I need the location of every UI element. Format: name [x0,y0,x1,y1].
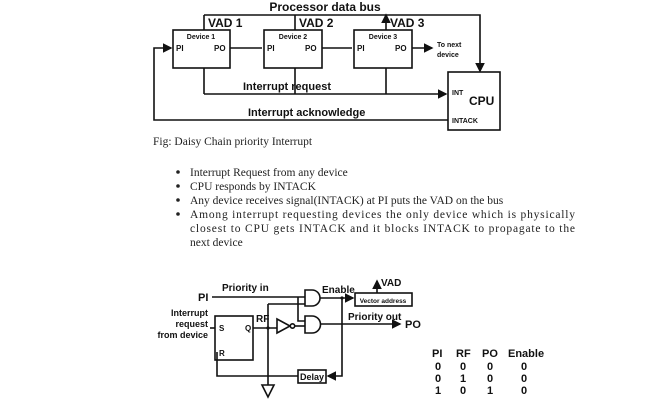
device-3-label: Device 3 [369,34,398,41]
vad-3-label: VAD 3 [390,16,425,30]
interrupt-request-label: from device [157,330,208,340]
po-output-label: PO [405,319,421,331]
device-3: VAD 3 Device 3 PI PO [353,16,425,69]
vad-1-label: VAD 1 [208,16,243,30]
delay-label: Delay [300,372,324,382]
and-gate-priority-out [304,315,322,334]
pi-label: PI [267,44,275,53]
table-cell: 0 [460,385,466,397]
delay-input-line [326,298,343,381]
next-device-label: device [437,52,459,59]
device-2: VAD 2 Device 2 PI PO [263,16,334,69]
ff-s-label: S [219,324,225,333]
po-label: PO [214,44,226,53]
table-header: PI [432,348,442,360]
table-cell: 0 [435,361,441,373]
table-cell: 1 [487,385,493,397]
vad-label: VAD [381,278,401,289]
table-cell: 0 [435,373,441,385]
bullet-item: Any device receives signal(INTACK) at PI… [190,195,504,207]
interrupt-request-label: Interrupt [171,308,208,318]
table-cell: 0 [487,361,493,373]
table-cell: 0 [521,361,527,373]
bus-label: Processor data bus [269,0,381,14]
interrupt-request-label: request [175,319,208,329]
bullet-item: closest to CPU gets INTACK and it blocks… [190,223,575,235]
bullet-item: Interrupt Request from any device [190,167,348,179]
pi-label: PI [176,44,184,53]
bullet-item: next device [190,237,243,249]
intack-label: INTACK [452,118,478,125]
interrupt-acknowledge-line [153,43,448,121]
table-cell: 0 [487,373,493,385]
reset-line [216,352,298,377]
not-gate [276,317,292,335]
table-header: PO [482,348,498,360]
interrupt-acknowledge-label: Interrupt acknowledge [248,107,365,119]
table-header: Enable [508,348,544,360]
cpu-block: INT CPU INTACK [447,71,501,131]
pi-input-label: PI [198,292,208,304]
po-label: PO [305,44,317,53]
vad-2-label: VAD 2 [299,16,334,30]
next-device-label: To next [437,42,462,49]
device-1-label: Device 1 [187,34,216,41]
priority-out-label: Priority out [348,312,402,323]
table-cell: 0 [521,385,527,397]
interrupt-request-label: Interrupt request [243,81,331,93]
bullet-item: Among interrupt requesting devices the o… [190,209,575,221]
ground-triangle [260,384,276,399]
bullet-list: Interrupt Request from any device CPU re… [176,167,575,249]
vector-address-box [354,292,413,307]
vector-address-label: Vector address [360,298,407,305]
flip-flop [214,315,254,361]
rf-label: RF [256,314,269,325]
table-cell: 0 [460,361,466,373]
ff-q-label: Q [245,324,251,333]
table-cell: 0 [521,373,527,385]
enable-label: Enable [322,285,355,296]
interrupt-request-line [203,68,446,94]
daisy-chain-diagram: Processor data bus VAD 1 Device 1 PI PO … [153,0,501,131]
table-header: RF [456,348,471,360]
priority-in-label: Priority in [222,283,269,294]
rf-line [253,303,305,385]
and-gate-enable [304,289,321,307]
pi-label: PI [357,44,365,53]
vad-arrows [203,15,386,30]
pi-line [212,296,305,322]
table-cell: 1 [460,373,466,385]
po-label: PO [395,44,407,53]
device-1: VAD 1 Device 1 PI PO [172,16,243,69]
bullet-item: CPU responds by INTACK [190,181,317,193]
int-label: INT [452,90,464,97]
data-bus-line [204,14,485,73]
priority-logic-diagram: PI Priority in Enable Vector address VAD… [157,278,421,399]
truth-table: PI RF PO Enable 0 0 0 0 0 1 0 0 1 0 1 0 [432,348,544,397]
device-2-label: Device 2 [279,34,308,41]
figure-caption: Fig: Daisy Chain priority Interrupt [153,136,313,148]
ff-r-label: R [219,349,225,358]
cpu-label: CPU [469,94,494,108]
table-cell: 1 [435,385,441,397]
